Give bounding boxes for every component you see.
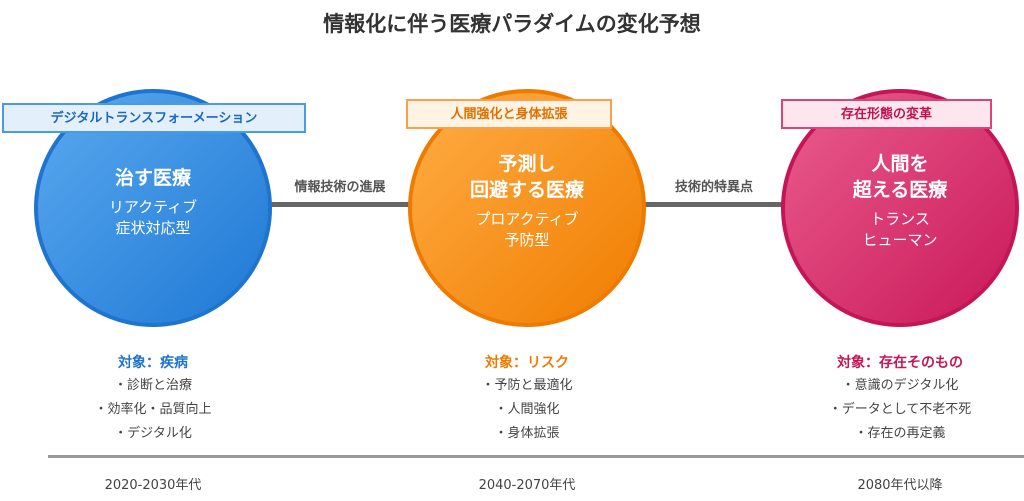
stage-sub: プロアクティブ <box>475 210 579 228</box>
target-label: 対象：疾病 <box>118 355 188 371</box>
stage-main: 予測し <box>498 153 556 175</box>
connector-label-1: 情報技術の進展 <box>294 180 386 195</box>
target-label: 対象：存在そのもの <box>837 355 963 371</box>
stage-main: 治す医療 <box>114 167 191 189</box>
connector-line-2 <box>644 202 784 207</box>
period-label: 2040-2070年代 <box>478 478 576 493</box>
bullet-item: ・意識のデジタル化 <box>841 378 959 393</box>
bullet-item: ・効率化・品質向上 <box>94 402 212 417</box>
stage-sub: ヒューマン <box>862 231 938 249</box>
stage-details-2: 対象：リスク ・予防と最適化 ・人間強化 ・身体拡張 <box>397 352 657 446</box>
stage-sub: 予防型 <box>504 231 550 249</box>
stage-main: 回避する医療 <box>469 179 584 201</box>
bullet-item: ・存在の再定義 <box>854 426 946 441</box>
diagram-title: 情報化に伴う医療パラダイムの変化予想 <box>323 12 701 36</box>
stage-sub: 症状対応型 <box>115 219 191 237</box>
period-label: 2020-2030年代 <box>104 478 202 493</box>
stage-main: 人間を <box>871 153 929 175</box>
bullet-item: ・身体拡張 <box>494 426 560 441</box>
stage-main: 超える医療 <box>852 179 948 201</box>
stage-circle-predict: 予測し回避する医療 プロアクティブ予防型 <box>408 89 646 327</box>
connector-line-1 <box>270 202 410 207</box>
stage-details-1: 対象：疾病 ・診断と治療 ・効率化・品質向上 ・デジタル化 <box>23 352 283 446</box>
bullet-item: ・人間強化 <box>494 402 560 417</box>
bullet-item: ・診断と治療 <box>113 378 192 393</box>
bullet-item: ・予防と最適化 <box>481 378 573 393</box>
bullet-item: ・デジタル化 <box>114 426 192 441</box>
bullet-item: ・データとして不老不死 <box>828 402 972 417</box>
timeline-divider <box>48 455 1024 458</box>
stage-tag-augmentation: 人間強化と身体拡張 <box>406 99 612 129</box>
stage-tag-existence: 存在形態の変革 <box>781 99 992 129</box>
target-label: 対象：リスク <box>485 355 569 371</box>
stage-sub: トランス <box>870 210 930 228</box>
stage-tag-dx: デジタルトランスフォーメーション <box>2 103 306 133</box>
period-label: 2080年代以降 <box>857 478 943 493</box>
connector-label-2: 技術的特異点 <box>674 180 753 195</box>
stage-details-3: 対象：存在そのもの ・意識のデジタル化 ・データとして不老不死 ・存在の再定義 <box>770 352 1024 446</box>
stage-sub: リアクティブ <box>108 198 198 216</box>
